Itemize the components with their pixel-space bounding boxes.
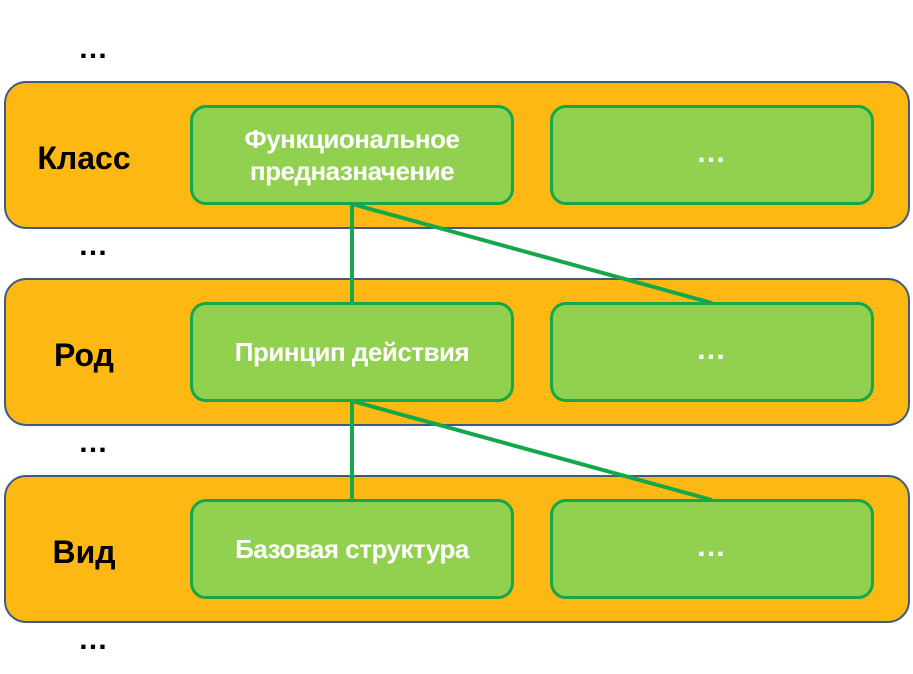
node-genus-other: … (550, 302, 874, 402)
node-class-other: … (550, 105, 874, 205)
ellipsis-bottom: … (78, 623, 110, 656)
node-species-other: … (550, 499, 874, 599)
level-label-species: Вид (52, 534, 116, 570)
node-operating-principle: Принцип действия (190, 302, 514, 402)
node-functional-purpose: Функциональное предназначение (190, 105, 514, 205)
ellipsis-between-class-genus: … (78, 229, 110, 262)
node-base-structure: Базовая структура (190, 499, 514, 599)
level-label-class: Класс (37, 140, 131, 176)
ellipsis-top: … (78, 32, 110, 65)
level-label-genus: Род (54, 337, 114, 373)
ellipsis-between-genus-species: … (78, 426, 110, 459)
